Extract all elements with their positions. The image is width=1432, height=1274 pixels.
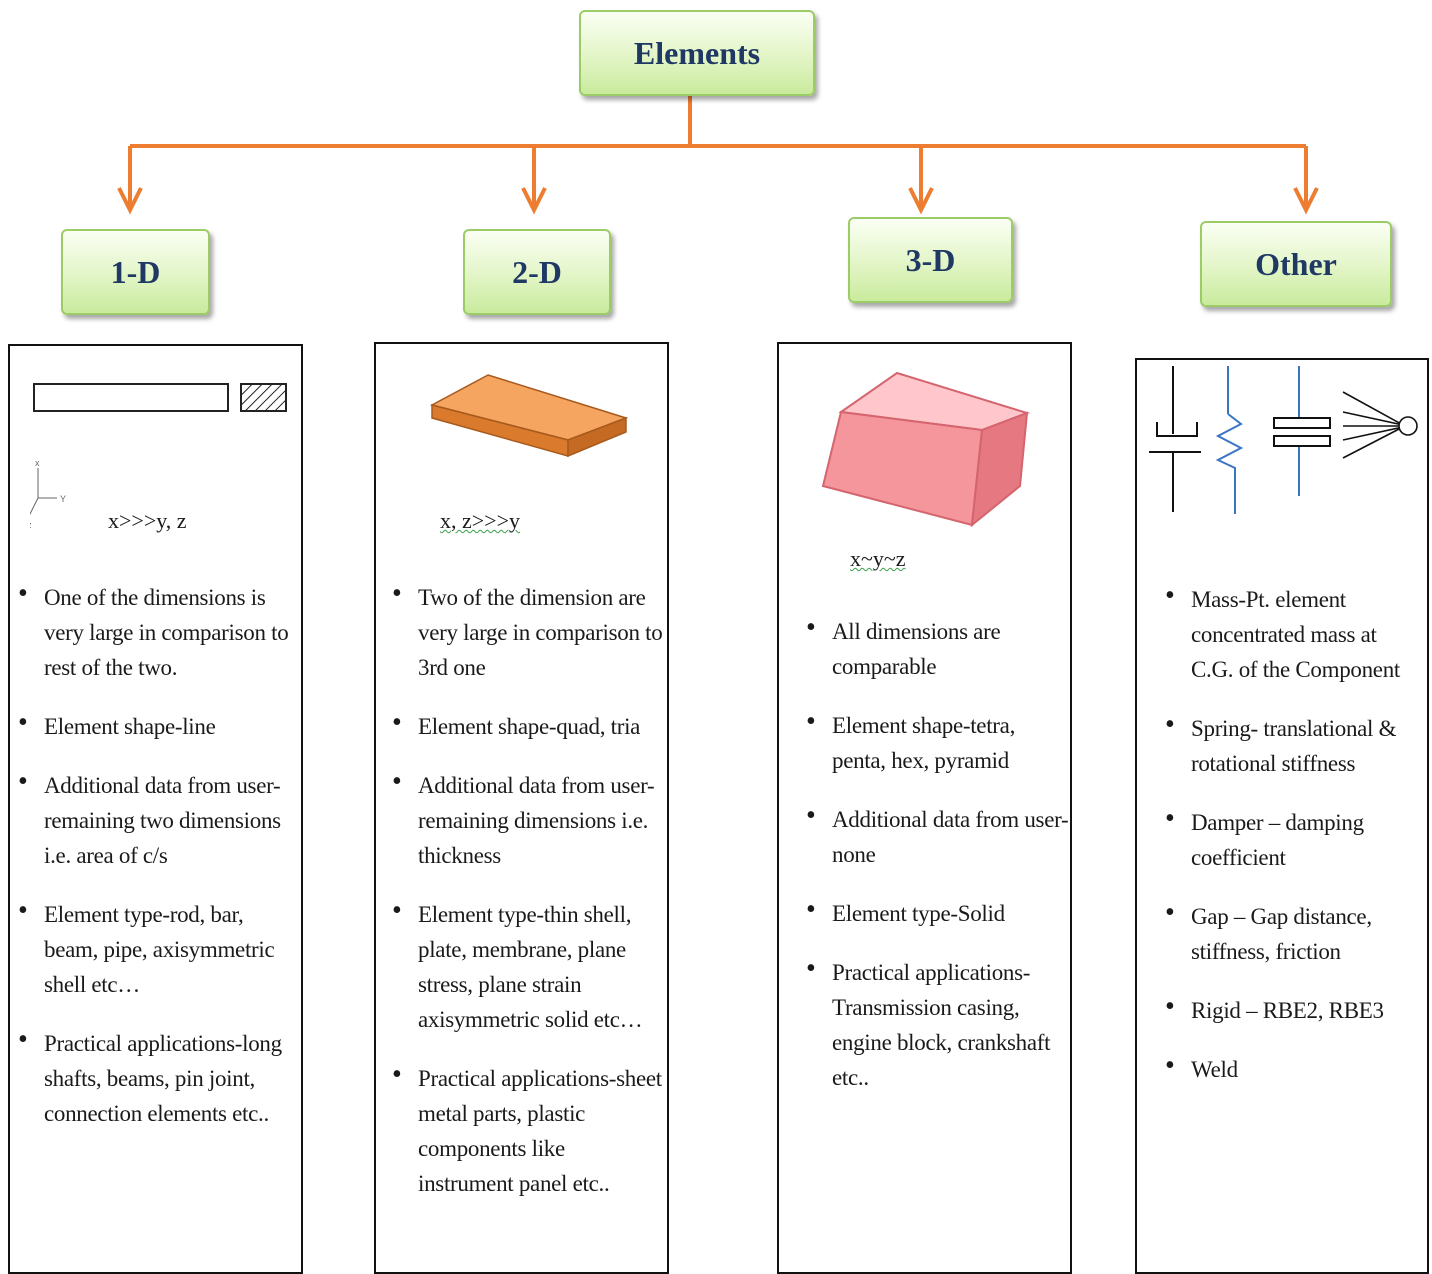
dimension-relation-3d: x~y~z — [850, 546, 906, 571]
arrowhead-other — [1293, 187, 1319, 215]
root-node-elements: Elements — [579, 10, 815, 96]
bullet-item: Spring- translational & rotational stiff… — [1165, 707, 1423, 781]
category-label-other: Other — [1255, 245, 1337, 282]
bullet-item: Weld — [1165, 1048, 1423, 1087]
category-label-2d: 2-D — [512, 253, 562, 290]
bullet-item: Practical applications-long shafts, beam… — [18, 1022, 299, 1131]
bullet-item: One of the dimensions is very large in c… — [18, 576, 299, 685]
plate-side-face — [567, 416, 627, 458]
damper-icon — [1149, 366, 1201, 512]
axis-z-label: z — [30, 520, 32, 530]
bullet-list-1d: One of the dimensions is very large in c… — [18, 576, 299, 1155]
category-node-3d: 3-D — [848, 217, 1013, 303]
category-label-3d: 3-D — [905, 241, 956, 278]
bullet-item: Damper – damping coefficient — [1165, 801, 1423, 875]
solid-front-face — [821, 410, 984, 527]
axis-x-label: x — [35, 458, 40, 468]
dimension-relation-2d: x, z>>>y — [440, 508, 520, 533]
bullet-item: Gap – Gap distance, stiffness, friction — [1165, 895, 1423, 969]
dimension-relation-1d: x>>>y, z — [108, 508, 187, 533]
bullet-item: Practical applications-Transmission casi… — [806, 951, 1070, 1095]
solid-side-face — [970, 411, 1029, 528]
bullet-item: Element type-Solid — [806, 892, 1070, 931]
solid-element-illustration — [821, 371, 1031, 528]
category-label-1d: 1-D — [110, 253, 161, 290]
arrowhead-2d — [521, 187, 547, 215]
bullet-item: Rigid – RBE2, RBE3 — [1165, 989, 1423, 1028]
arrowhead-1d — [117, 187, 143, 215]
bullet-item: Mass-Pt. element concentrated mass at C.… — [1165, 578, 1423, 687]
plate-element-illustration — [429, 374, 629, 458]
bullet-list-2d: Two of the dimension are very large in c… — [392, 576, 663, 1225]
axis-triad-icon — [30, 468, 57, 516]
bar-shape — [33, 383, 229, 412]
category-node-other: Other — [1200, 221, 1392, 307]
axis-y-label: Y — [60, 494, 66, 504]
special-elements-illustration — [1149, 366, 1418, 514]
bullet-item: Two of the dimension are very large in c… — [392, 576, 663, 685]
bullet-list-other: Mass-Pt. element concentrated mass at C.… — [1165, 578, 1423, 1111]
bullet-item: Element shape-line — [18, 705, 299, 744]
category-node-2d: 2-D — [463, 229, 611, 315]
bullet-item: All dimensions are comparable — [806, 610, 1070, 684]
arrowhead-3d — [908, 187, 934, 215]
cross-section-shape — [240, 383, 287, 412]
bullet-item: Element shape-tetra, penta, hex, pyramid — [806, 704, 1070, 778]
bullet-item: Additional data from user-remaining dime… — [392, 764, 663, 873]
rigid-spider-icon — [1342, 391, 1418, 459]
gap-plates — [1273, 417, 1331, 447]
bullet-item: Additional data from user-remaining two … — [18, 764, 299, 873]
spring-icon — [1215, 366, 1244, 514]
bullet-list-3d: All dimensions are comparable Element sh… — [806, 610, 1070, 1119]
root-label: Elements — [633, 34, 761, 71]
category-node-1d: 1-D — [61, 229, 210, 315]
bullet-item: Practical applications-sheet metal parts… — [392, 1057, 663, 1201]
bullet-item: Element type-thin shell, plate, membrane… — [392, 893, 663, 1037]
bullet-item: Element shape-quad, tria — [392, 705, 663, 744]
bullet-item: Element type-rod, bar, beam, pipe, axisy… — [18, 893, 299, 1002]
bullet-item: Additional data from user-none — [806, 798, 1070, 872]
line-element-illustration: x Y z — [30, 383, 287, 530]
